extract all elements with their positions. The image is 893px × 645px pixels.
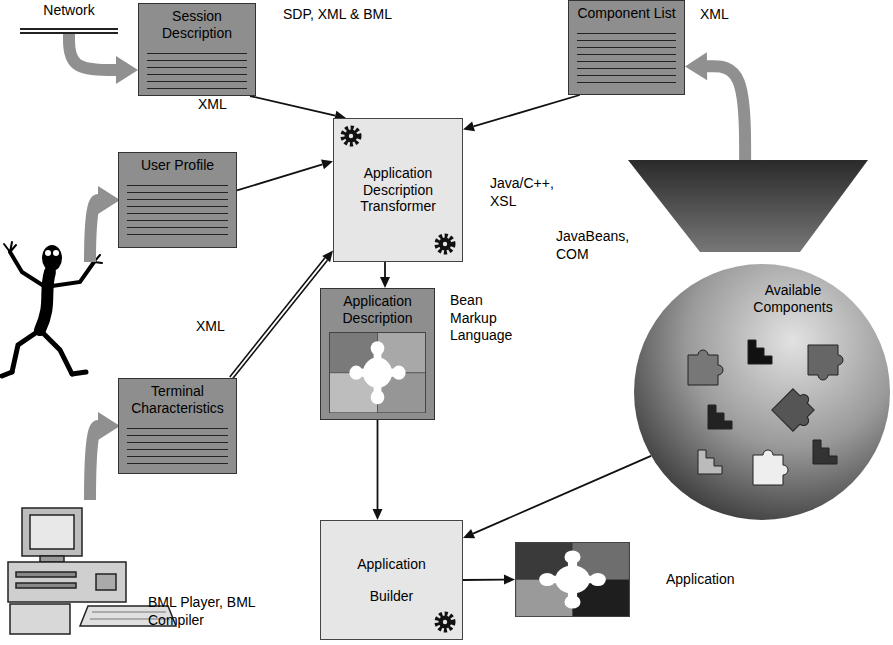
drawing-part (40, 272, 50, 330)
node-text: Session Description (147, 8, 247, 42)
drawing-part (40, 556, 64, 562)
drawing-part (10, 604, 70, 634)
drawing-part (343, 128, 359, 144)
input-arrow (90, 200, 98, 262)
document-box: Terminal Characteristics (118, 378, 237, 474)
drawing-part (53, 250, 59, 256)
connector-arrow (474, 95, 580, 126)
annotation-label: Java/C++, XSL (490, 175, 562, 210)
drawing-part (42, 245, 62, 271)
connector-arrow (231, 259, 326, 378)
drawing-part (356, 368, 399, 376)
connector-arrow (463, 579, 504, 581)
drawing-part (437, 236, 453, 252)
drawing-part (516, 542, 630, 616)
drawing-part (349, 134, 353, 138)
puzzle-picture (329, 332, 426, 413)
connector-arrow (250, 96, 335, 116)
drawing-part (345, 130, 358, 143)
drawing-part (439, 238, 452, 251)
connector-arrow (473, 456, 651, 534)
gear-icon (340, 125, 362, 147)
node-text: Network (20, 2, 118, 19)
process-box: Application Builder (320, 520, 463, 640)
document-box: Component List (568, 0, 685, 95)
node-text: Component List (577, 5, 676, 22)
drawing-part (634, 264, 890, 520)
drawing-part (16, 572, 76, 577)
drawing-part (349, 341, 405, 404)
drawing-part (329, 332, 426, 413)
drawing-part (547, 576, 598, 584)
drawing-part (96, 574, 116, 590)
connector-arrow (237, 164, 322, 190)
drawing-part (443, 620, 447, 624)
component-pool: Available Components (628, 160, 890, 520)
node-text: Application (666, 571, 735, 588)
drawing-part (813, 440, 837, 464)
drawing-part (808, 345, 843, 380)
double-line-core (231, 259, 326, 378)
drawing-part (22, 508, 82, 556)
annotation-label: JavaBeans, COM (556, 228, 636, 263)
drawing-part (40, 330, 72, 374)
annotation-label: SDP, XML & BML (283, 6, 392, 24)
node-text: Terminal Characteristics (127, 383, 228, 417)
flow-arrow (69, 34, 116, 70)
flow-arrow (707, 66, 745, 160)
drawing-part (748, 340, 772, 364)
drawing-part (45, 250, 51, 256)
component-pool (628, 160, 890, 520)
drawing-part (688, 350, 723, 385)
drawing-part (2, 372, 12, 376)
drawing-part (72, 372, 86, 374)
node-text: Application Builder (335, 548, 448, 612)
application-puzzle: Application (515, 542, 745, 617)
drawing-part (8, 562, 126, 602)
gear-icon (434, 611, 456, 633)
description-box: Application Description (320, 288, 435, 420)
annotation-label: XML (700, 6, 729, 24)
connector-arrow (384, 262, 386, 277)
network-source: Network (20, 0, 118, 34)
annotation-label: Bean Markup Language (450, 292, 512, 345)
user-figure (2, 242, 102, 376)
annotation-label: XML (198, 96, 227, 114)
drawing-part (329, 332, 425, 412)
drawing-part (628, 160, 868, 252)
text-lines (127, 179, 228, 241)
node-text: Application Description (329, 293, 426, 327)
drawing-part (439, 616, 452, 629)
drawing-part (4, 242, 16, 252)
drawing-part (10, 252, 47, 288)
drawing-part (753, 450, 788, 485)
process-box: Application Description Transformer (333, 118, 463, 262)
node-text: Available Components (728, 282, 858, 316)
text-lines (147, 47, 247, 89)
drawing-part (30, 515, 74, 549)
node-text: User Profile (127, 157, 228, 174)
text-lines (127, 422, 228, 467)
puzzle-picture (515, 542, 630, 617)
input-arrow (90, 426, 98, 500)
drawing-part (12, 330, 40, 372)
annotation-label: BML Player, BML Compiler (148, 594, 256, 629)
document-box: User Profile (118, 152, 237, 248)
drawing-part (539, 550, 606, 608)
drawing-part (698, 450, 722, 474)
gear-icon (434, 233, 456, 255)
drawing-part (16, 583, 76, 588)
document-box: Session Description (138, 3, 256, 96)
drawing-part (437, 614, 453, 630)
node-text: Application Description Transformer (348, 165, 448, 215)
drawing-part (515, 542, 630, 617)
annotation-label: XML (196, 318, 225, 336)
text-lines (577, 27, 676, 88)
connector-arrow (377, 420, 379, 509)
drawing-part (443, 242, 447, 246)
drawing-part (772, 385, 821, 434)
drawing-part (708, 405, 732, 429)
